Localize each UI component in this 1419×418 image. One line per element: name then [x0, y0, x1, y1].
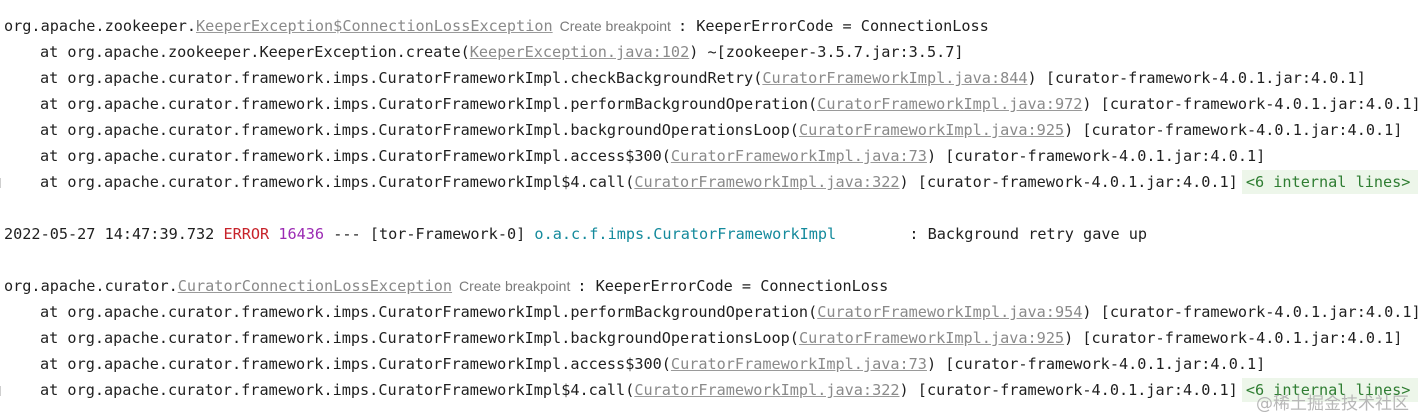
blank-line — [4, 247, 1419, 273]
create-breakpoint-button[interactable]: Create breakpoint — [459, 278, 571, 294]
frame-jar: ) [curator-framework-4.0.1.jar:4.0.1] — [899, 173, 1238, 191]
exception-class-link[interactable]: CuratorConnectionLossException — [177, 277, 453, 295]
console-output: org.apache.zookeeper.KeeperException$Con… — [0, 13, 1419, 403]
frame-jar: ) [curator-framework-4.0.1.jar:4.0.1] — [1027, 69, 1366, 87]
frame-method: at org.apache.zookeeper.KeeperException.… — [40, 43, 470, 61]
stack-frame: at org.apache.curator.framework.imps.Cur… — [4, 351, 1419, 377]
source-link[interactable]: CuratorFrameworkImpl.java:322 — [634, 381, 900, 399]
watermark: @稀土掘金技术社区 — [1256, 394, 1409, 414]
exception-class-link[interactable]: KeeperException$ConnectionLossException — [196, 17, 553, 35]
blank-line — [4, 195, 1419, 221]
exception-message: : KeeperErrorCode = ConnectionLoss — [677, 17, 989, 35]
frame-method: at org.apache.curator.framework.imps.Cur… — [40, 173, 635, 191]
fold-gutter-icon[interactable] — [0, 386, 4, 396]
exception-header: org.apache.zookeeper.KeeperException$Con… — [4, 13, 1419, 39]
stack-frame: at org.apache.curator.framework.imps.Cur… — [4, 117, 1419, 143]
frame-method: at org.apache.curator.framework.imps.Cur… — [40, 95, 818, 113]
internal-lines-fold[interactable]: <6 internal lines> — [1241, 378, 1419, 402]
source-link[interactable]: CuratorFrameworkImpl.java:73 — [670, 147, 927, 165]
stack-frame: at org.apache.zookeeper.KeeperException.… — [4, 39, 1419, 65]
source-link[interactable]: CuratorFrameworkImpl.java:954 — [817, 303, 1083, 321]
frame-method: at org.apache.curator.framework.imps.Cur… — [40, 329, 799, 347]
stack-frame: at org.apache.curator.framework.imps.Cur… — [4, 91, 1419, 117]
fold-gutter-icon[interactable] — [0, 178, 4, 188]
frame-method: at org.apache.curator.framework.imps.Cur… — [40, 69, 763, 87]
frame-method: at org.apache.curator.framework.imps.Cur… — [40, 303, 818, 321]
stack-frame: at org.apache.curator.framework.imps.Cur… — [0, 169, 1419, 195]
source-link[interactable]: CuratorFrameworkImpl.java:844 — [762, 69, 1028, 87]
log-separator: --- — [333, 225, 361, 243]
source-link[interactable]: CuratorFrameworkImpl.java:322 — [634, 173, 900, 191]
exception-header: org.apache.curator.CuratorConnectionLoss… — [4, 273, 1419, 299]
frame-jar: ) [curator-framework-4.0.1.jar:4.0.1] — [1064, 329, 1403, 347]
frame-jar: ) [curator-framework-4.0.1.jar:4.0.1] — [1082, 95, 1419, 113]
frame-jar: ) [curator-framework-4.0.1.jar:4.0.1] — [1082, 303, 1419, 321]
source-link[interactable]: KeeperException.java:102 — [469, 43, 690, 61]
log-pid: 16436 — [278, 225, 325, 243]
frame-method: at org.apache.curator.framework.imps.Cur… — [40, 121, 799, 139]
source-link[interactable]: CuratorFrameworkImpl.java:972 — [817, 95, 1083, 113]
stack-frame: at org.apache.curator.framework.imps.Cur… — [4, 325, 1419, 351]
log-entry: 2022-05-27 14:47:39.732 ERROR 16436 --- … — [4, 221, 1419, 247]
source-link[interactable]: CuratorFrameworkImpl.java:73 — [670, 355, 927, 373]
frame-method: at org.apache.curator.framework.imps.Cur… — [40, 147, 671, 165]
stack-frame: at org.apache.curator.framework.imps.Cur… — [0, 377, 1419, 403]
exception-package: org.apache.curator. — [4, 277, 178, 295]
frame-jar: ) [curator-framework-4.0.1.jar:4.0.1] — [926, 355, 1266, 373]
stack-frame: at org.apache.curator.framework.imps.Cur… — [4, 65, 1419, 91]
frame-method: at org.apache.curator.framework.imps.Cur… — [40, 381, 635, 399]
log-timestamp: 2022-05-27 14:47:39.732 — [4, 225, 215, 243]
stack-frame: at org.apache.curator.framework.imps.Cur… — [4, 143, 1419, 169]
frame-jar: ) ~[zookeeper-3.5.7.jar:3.5.7] — [689, 43, 964, 61]
exception-package: org.apache.zookeeper. — [4, 17, 197, 35]
internal-lines-fold[interactable]: <6 internal lines> — [1241, 170, 1419, 194]
source-link[interactable]: CuratorFrameworkImpl.java:925 — [798, 121, 1065, 139]
exception-message: : KeeperErrorCode = ConnectionLoss — [577, 277, 889, 295]
frame-jar: ) [curator-framework-4.0.1.jar:4.0.1] — [1064, 121, 1403, 139]
frame-method: at org.apache.curator.framework.imps.Cur… — [40, 355, 671, 373]
log-message: : Background retry gave up — [909, 225, 1148, 243]
frame-jar: ) [curator-framework-4.0.1.jar:4.0.1] — [899, 381, 1238, 399]
frame-jar: ) [curator-framework-4.0.1.jar:4.0.1] — [926, 147, 1266, 165]
create-breakpoint-button[interactable]: Create breakpoint — [559, 18, 671, 34]
stack-frame: at org.apache.curator.framework.imps.Cur… — [4, 299, 1419, 325]
log-logger: o.a.c.f.imps.CuratorFrameworkImpl — [534, 225, 837, 243]
log-thread: [tor-Framework-0] — [369, 225, 526, 243]
source-link[interactable]: CuratorFrameworkImpl.java:925 — [798, 329, 1065, 347]
log-level: ERROR — [223, 225, 270, 243]
